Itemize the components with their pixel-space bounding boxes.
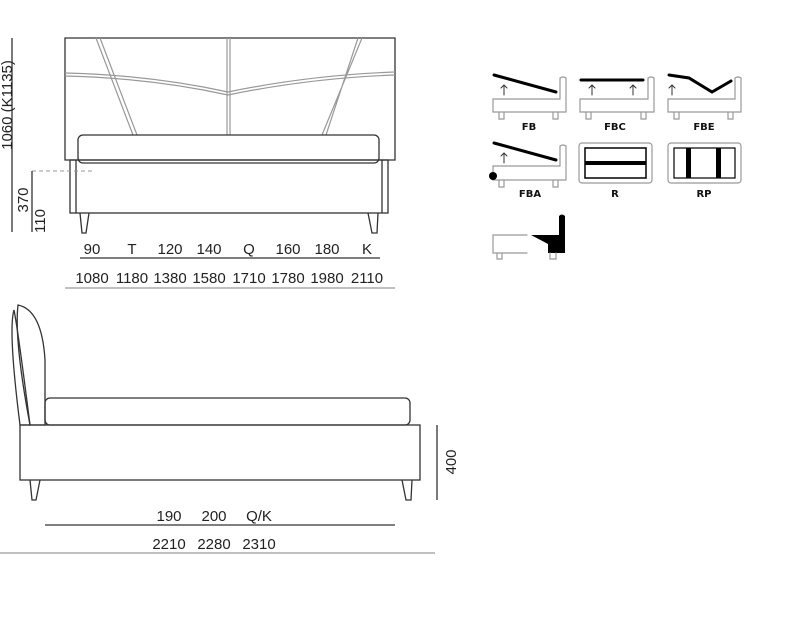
size-label: K (362, 241, 372, 258)
mattress (44, 397, 411, 426)
side-view: 400 190 200 Q/K 2210 2280 2310 (0, 304, 460, 554)
size-label: Q (243, 241, 255, 258)
leg (401, 479, 413, 501)
option-label: FBE (693, 122, 714, 133)
size-label: T (127, 241, 136, 258)
options: FB FBC FBE FBA (489, 73, 742, 260)
size-label: 160 (275, 241, 300, 258)
width-value: 1780 (271, 270, 304, 287)
size-label: 190 (156, 508, 181, 525)
width-value: 1080 (75, 270, 108, 287)
reinforced-slats-icon (667, 142, 742, 184)
length-value: 2310 (242, 536, 275, 553)
height-label: 1060 (K1135) (0, 60, 16, 150)
side-height-label: 400 (443, 449, 460, 474)
size-label: Q/K (246, 508, 272, 525)
slatted-base-icon (578, 142, 653, 184)
headboard (64, 37, 396, 161)
length-value: 2280 (197, 536, 230, 553)
bed-base (69, 159, 389, 214)
option-label: FBA (519, 189, 541, 200)
length-value: 2210 (152, 536, 185, 553)
size-label: 140 (196, 241, 221, 258)
size-label: 120 (157, 241, 182, 258)
width-value: 1380 (153, 270, 186, 287)
option-label: FBC (604, 122, 626, 133)
width-value: 1980 (310, 270, 343, 287)
width-value: 1180 (116, 270, 148, 287)
size-row: 90 T 120 140 Q 160 180 K (84, 241, 372, 258)
option-label: RP (696, 189, 711, 200)
size-label: 180 (314, 241, 339, 258)
width-value: 2110 (351, 270, 383, 287)
leg-height-label: 110 (32, 209, 49, 233)
size-label: 200 (201, 508, 226, 525)
width-value: 1580 (192, 270, 225, 287)
bed-base (19, 424, 421, 481)
front-view: 1060 (K1135) 370 110 90 T 120 140 Q 160 … (0, 37, 396, 289)
option-label: R (611, 189, 619, 200)
side-height-label: 370 (15, 187, 32, 212)
flat-lift-storage-icon (579, 76, 655, 120)
lift-storage-icon (492, 73, 567, 120)
headboard-cushion (16, 304, 46, 426)
push-lift-storage-icon (489, 141, 567, 188)
headboard-seam (64, 71, 396, 93)
option-label: FB (522, 122, 536, 133)
leg (367, 212, 379, 234)
headboard-storage-icon (492, 214, 565, 260)
electric-lift-icon (667, 73, 742, 120)
leg (29, 479, 41, 501)
width-row: 1080 1180 1380 1580 1710 1780 1980 2110 (75, 270, 383, 287)
leg (79, 212, 90, 234)
size-label: 90 (84, 241, 101, 258)
width-value: 1710 (232, 270, 265, 287)
mattress (77, 134, 380, 164)
